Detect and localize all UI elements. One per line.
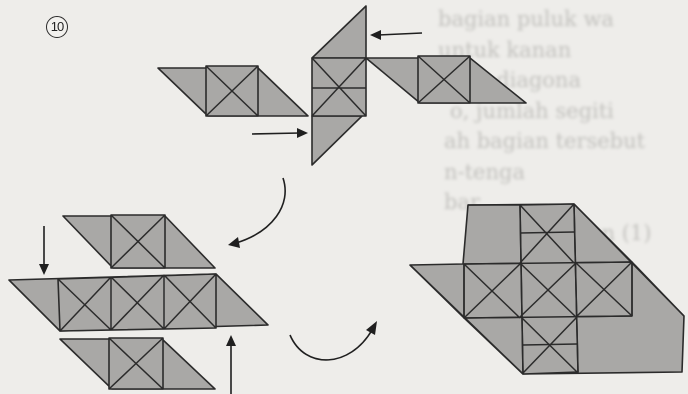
strip-middle xyxy=(8,273,269,332)
top-arrow-right xyxy=(251,128,308,138)
bleed-through-text: bagian puluk wa untuk kanan nga diagona … xyxy=(372,4,688,394)
problem-number-badge: 10 xyxy=(46,16,68,38)
strip-bottom xyxy=(59,337,216,390)
bleed-line: n-tenga xyxy=(444,159,525,184)
bleed-line: ah bagian tersebut xyxy=(444,129,646,153)
bleed-line: bagian puluk wa xyxy=(438,7,614,31)
curved-arrow-right xyxy=(289,321,377,361)
strip-top xyxy=(62,214,216,269)
arrow-down xyxy=(39,226,49,275)
top-left-piece xyxy=(157,65,309,117)
curved-arrow-down-left xyxy=(228,177,286,248)
top-arrow-left xyxy=(370,30,423,40)
assembled-shape xyxy=(409,203,685,375)
arrow-up xyxy=(226,335,236,394)
top-right-piece xyxy=(311,5,527,166)
